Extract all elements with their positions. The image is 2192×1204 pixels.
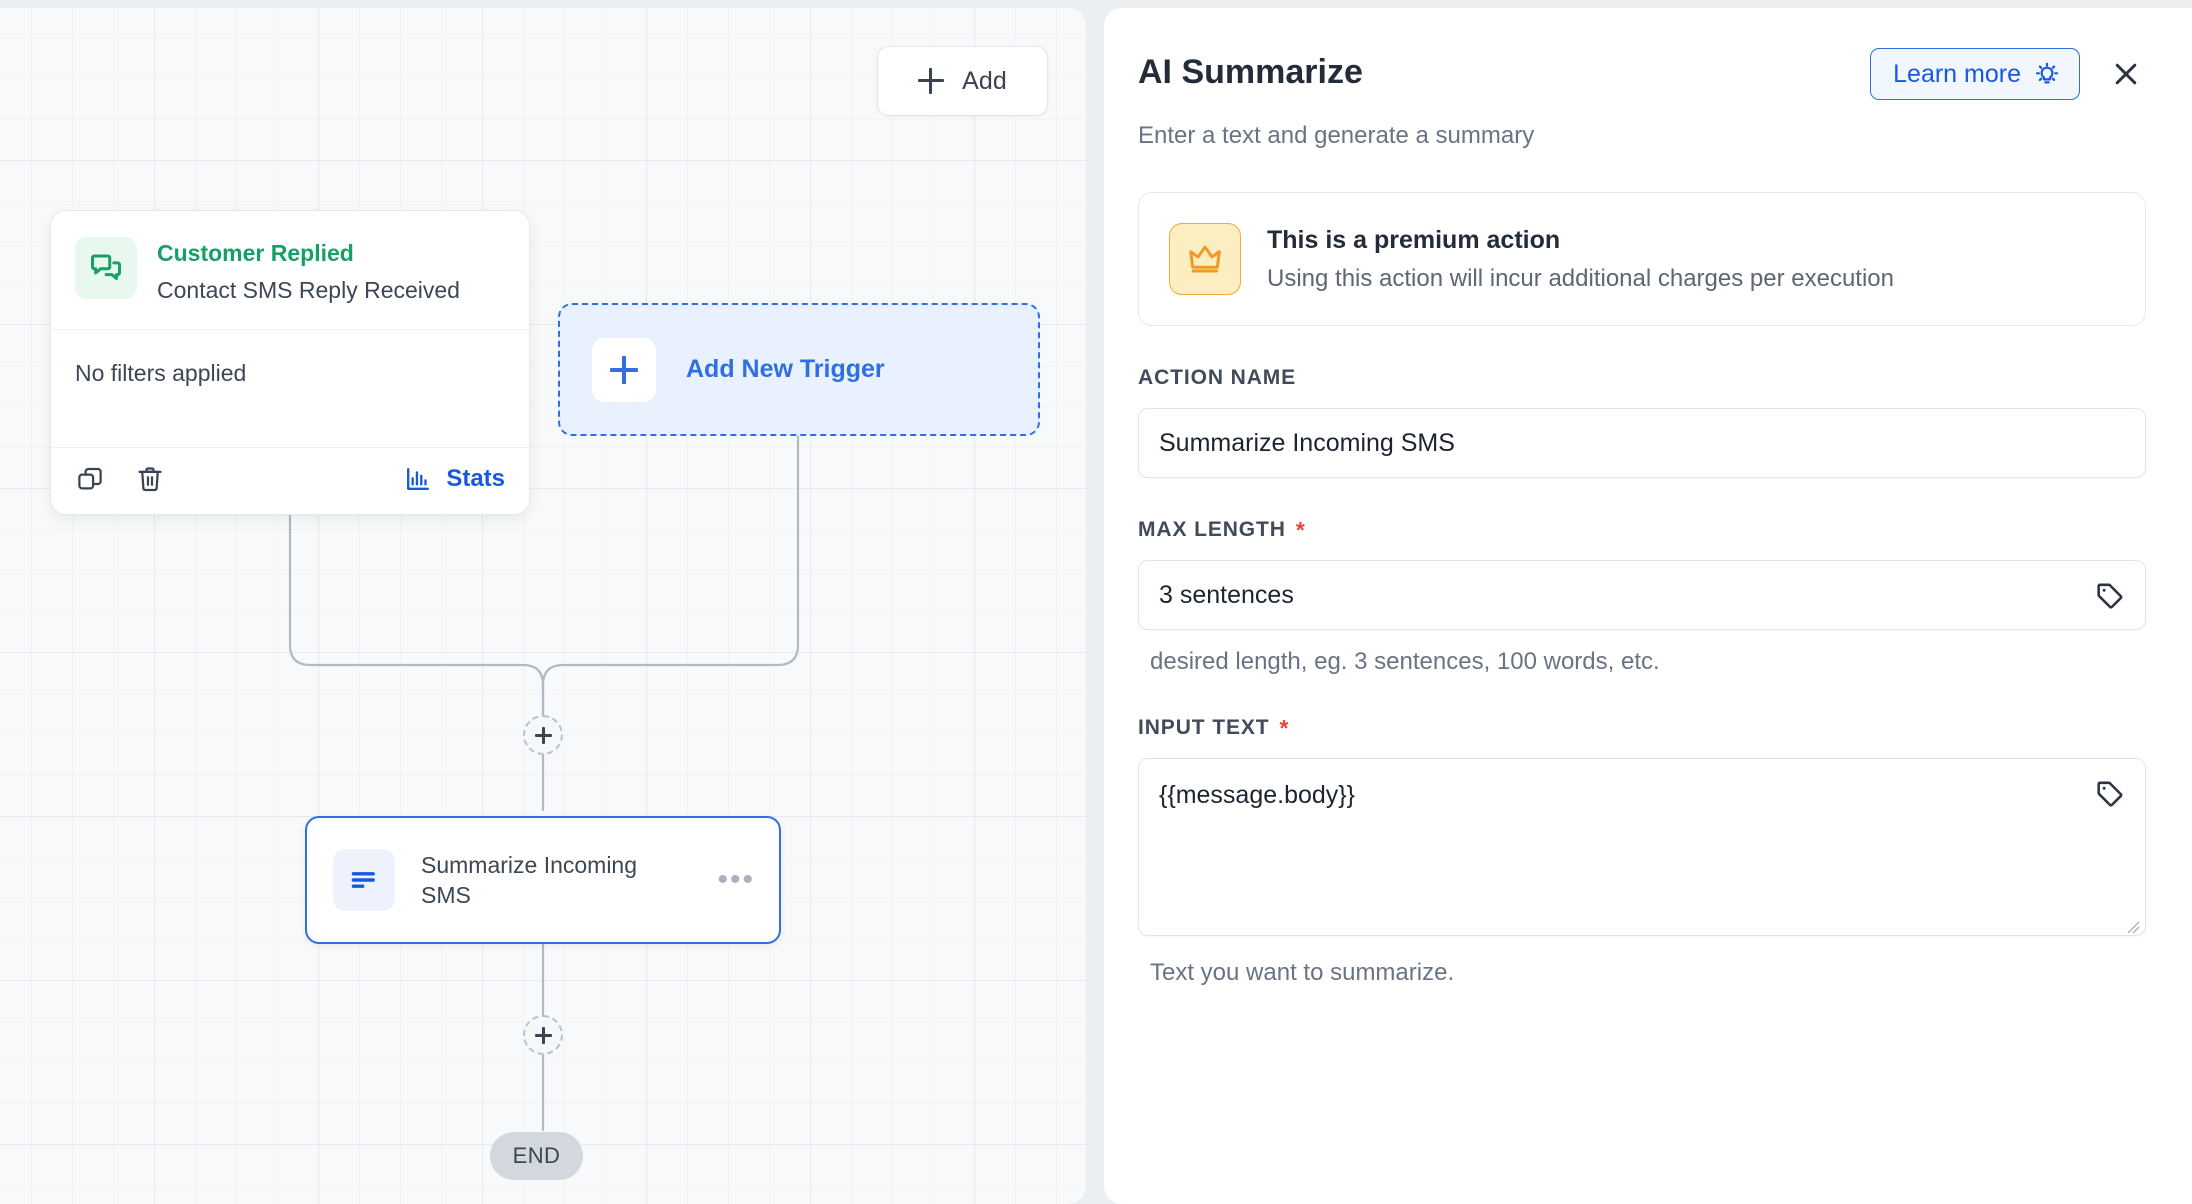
learn-more-label: Learn more [1893,59,2021,88]
add-button-label: Add [962,66,1007,95]
premium-banner-title: This is a premium action [1267,225,1561,254]
max-length-input-wrap [1138,560,2146,630]
plus-icon [534,726,552,744]
input-text-textarea[interactable] [1138,758,2146,936]
max-length-label-text: MAX LENGTH [1138,518,1286,541]
max-length-input[interactable] [1138,560,2146,630]
trigger-subtitle: Contact SMS Reply Received [157,276,460,303]
required-marker: * [1279,714,1290,741]
stats-button[interactable]: Stats [404,465,505,493]
bar-chart-icon [404,465,432,493]
trash-icon[interactable] [135,464,165,494]
action-node-summarize[interactable]: Summarize Incoming SMS ••• [305,816,781,944]
add-new-trigger-button[interactable]: Add New Trigger [558,303,1040,436]
panel-header: AI Summarize Learn more [1138,42,2146,100]
action-name-label: ACTION NAME [1138,366,2146,390]
trigger-card[interactable]: Customer Replied Contact SMS Reply Recei… [50,210,530,515]
add-step-handle-above[interactable] [523,715,563,755]
field-input-text: INPUT TEXT * Text you want to s [1138,716,2146,987]
trigger-card-header: Customer Replied Contact SMS Reply Recei… [51,211,529,330]
add-new-trigger-label: Add New Trigger [686,355,885,383]
plus-icon [918,68,945,94]
action-name-input-wrap [1138,408,2146,478]
premium-banner-subtitle: Using this action will incur additional … [1267,264,1894,292]
text-lines-icon [333,849,395,911]
premium-action-banner: This is a premium action Using this acti… [1138,192,2146,326]
panel-header-actions: Learn more [1870,42,2146,100]
chat-bubbles-icon [75,237,137,299]
end-label: END [512,1143,561,1168]
stats-label: Stats [446,464,505,492]
action-name-input[interactable] [1138,408,2146,478]
filters-text: No filters applied [75,359,247,386]
premium-banner-text: This is a premium action Using this acti… [1267,226,1894,293]
plus-icon [610,355,638,384]
trigger-title: Customer Replied [157,240,354,266]
input-text-label: INPUT TEXT * [1138,716,2146,740]
workflow-canvas[interactable]: Add Customer Replied Contact SMS Reply R… [0,8,1086,1204]
end-node: END [490,1132,583,1180]
ellipsis-icon[interactable]: ••• [717,863,755,896]
add-step-handle-below[interactable] [523,1015,563,1055]
panel-content: AI Summarize Learn more [1104,8,2192,987]
required-marker: * [1295,516,1306,543]
trigger-card-titles: Customer Replied Contact SMS Reply Recei… [157,237,460,305]
close-icon[interactable] [2106,54,2146,94]
trigger-card-footer: Stats [51,448,529,514]
add-new-trigger-icon-box [592,337,656,402]
add-button[interactable]: Add [877,46,1048,116]
input-text-help: Text you want to summarize. [1150,959,1455,986]
tag-icon[interactable] [2092,776,2128,812]
max-length-help: desired length, eg. 3 sentences, 100 wor… [1150,648,1660,675]
learn-more-button[interactable]: Learn more [1870,48,2080,100]
action-config-panel: AI Summarize Learn more [1104,8,2192,1204]
page-title: AI Summarize [1138,53,1363,91]
lightbulb-icon [2033,60,2061,88]
plus-icon [534,1026,552,1044]
field-max-length: MAX LENGTH * desired length, eg. 3 sente… [1138,518,2146,676]
trigger-card-filters: No filters applied [51,330,529,448]
crown-icon [1169,223,1241,295]
panel-subtitle: Enter a text and generate a summary [1138,122,1535,149]
action-node-label: Summarize Incoming SMS [421,851,638,908]
action-name-label-text: ACTION NAME [1138,366,1297,389]
input-text-textarea-wrap [1138,758,2146,941]
tag-icon[interactable] [2092,578,2128,614]
trigger-card-actions [75,464,165,494]
max-length-label: MAX LENGTH * [1138,518,2146,542]
input-text-label-text: INPUT TEXT [1138,716,1270,739]
copy-icon[interactable] [75,464,105,494]
field-action-name: ACTION NAME [1138,366,2146,478]
